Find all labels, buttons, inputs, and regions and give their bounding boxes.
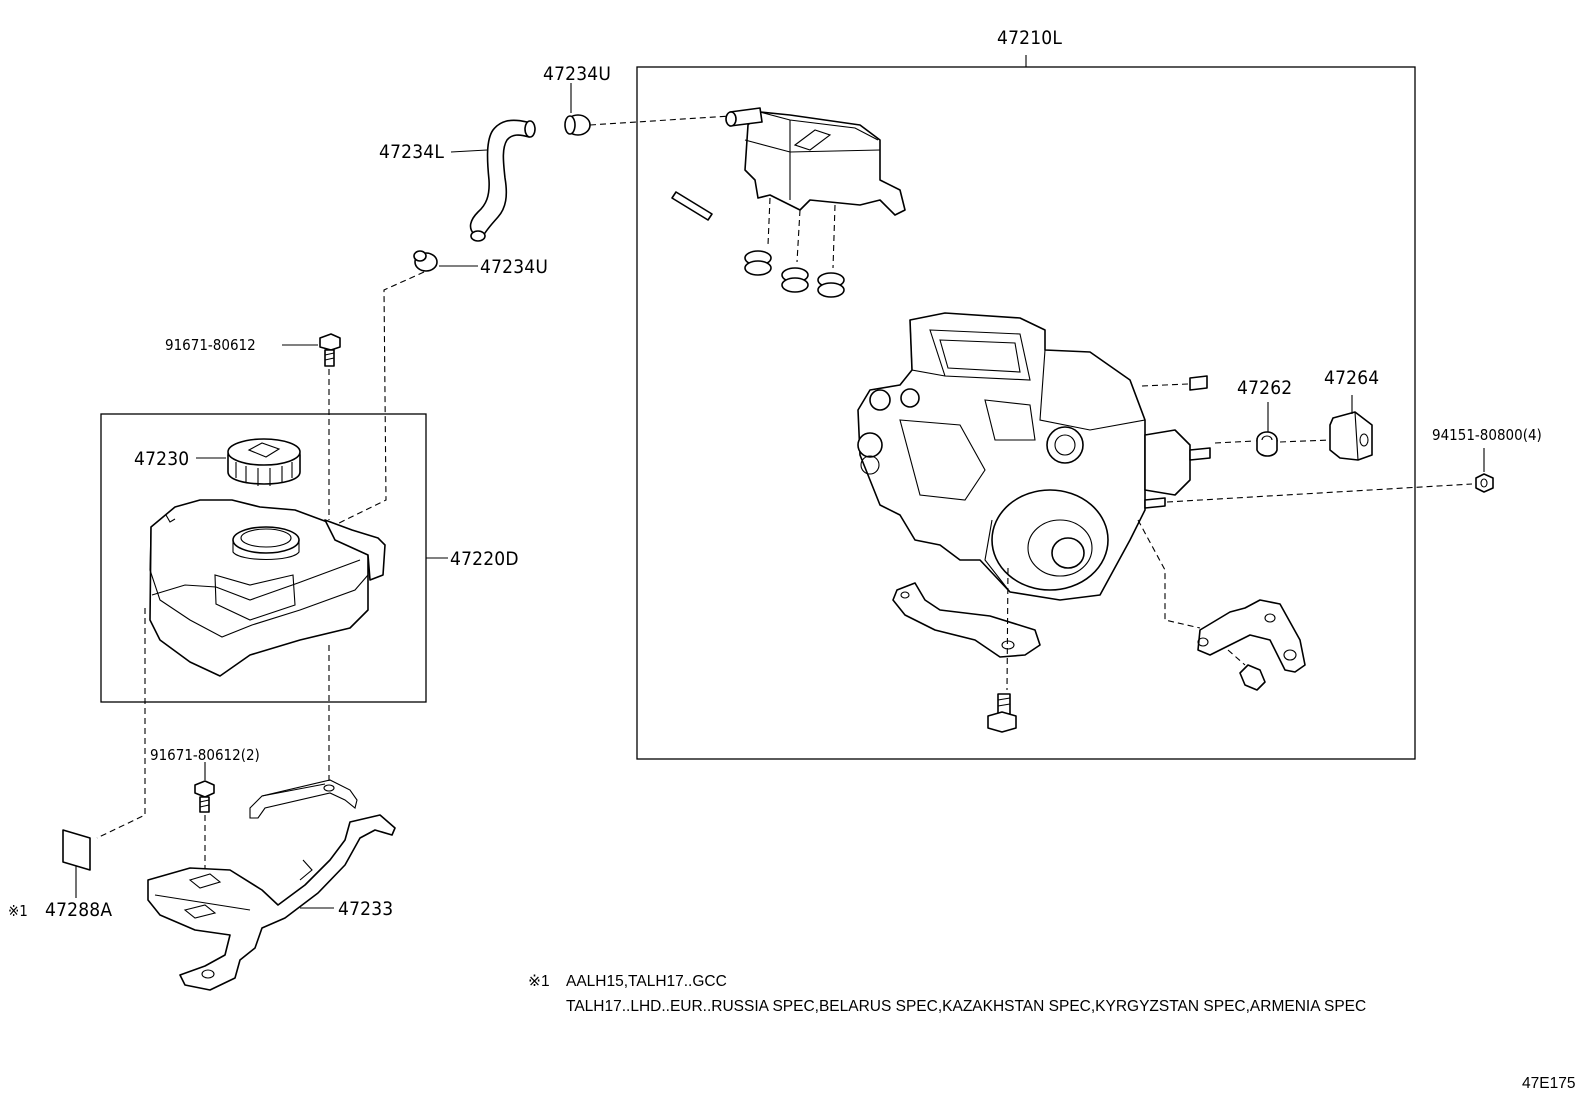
label-hose-clamp-top: 47234U: [543, 63, 611, 85]
bolt-top-drawing: [282, 333, 341, 367]
figure-code: 47E175: [1522, 1075, 1575, 1092]
label-reservoir-cap: 47230: [134, 448, 189, 470]
reservoir-tank-drawing: [149, 499, 386, 677]
label-grommet-nut: 47262: [1237, 377, 1292, 399]
plate-drawing: [62, 829, 91, 898]
label-plate-mark: ※1: [8, 902, 28, 920]
label-nut: 94151-80800(4): [1432, 426, 1542, 444]
hose-clamp-bottom-drawing: [413, 250, 478, 272]
label-bolt-bracket: 91671-80612(2): [150, 746, 260, 764]
bolt-actuator-bottom-drawing: [987, 693, 1017, 733]
label-insulator: 47264: [1324, 367, 1379, 389]
hose-drawing: [469, 119, 536, 242]
hose-clamp-top-drawing: [564, 83, 591, 136]
reservoir-cap-drawing: [196, 438, 301, 486]
label-plate: 47288A: [45, 899, 112, 921]
label-hose-clamp-bottom: 47234U: [480, 256, 548, 278]
note-mark: ※1: [528, 973, 550, 990]
label-hose: 47234L: [379, 141, 444, 163]
label-bracket: 47233: [338, 898, 393, 920]
label-assembly: 47210L: [997, 27, 1062, 49]
note-line-1: AALH15,TALH17..GCC: [566, 973, 727, 990]
label-bolt-top: 91671-80612: [165, 336, 256, 354]
actuator-bracket-right-drawing: [1197, 599, 1306, 673]
actuator-bracket-left-drawing: [892, 582, 1041, 658]
label-reservoir-subassy: 47220D: [450, 548, 519, 570]
grommet-drawing: [1256, 402, 1278, 457]
bolt-actuator-right-drawing: [1227, 649, 1266, 691]
note-line-2: TALH17..LHD..EUR..RUSSIA SPEC,BELARUS SP…: [566, 998, 1366, 1015]
brake-actuator-drawing: [671, 107, 1211, 601]
nut-drawing: [1475, 448, 1494, 493]
insulator-drawing: [1329, 395, 1373, 461]
bolt-bracket-drawing: [194, 762, 215, 813]
bracket-drawing: [147, 779, 396, 991]
